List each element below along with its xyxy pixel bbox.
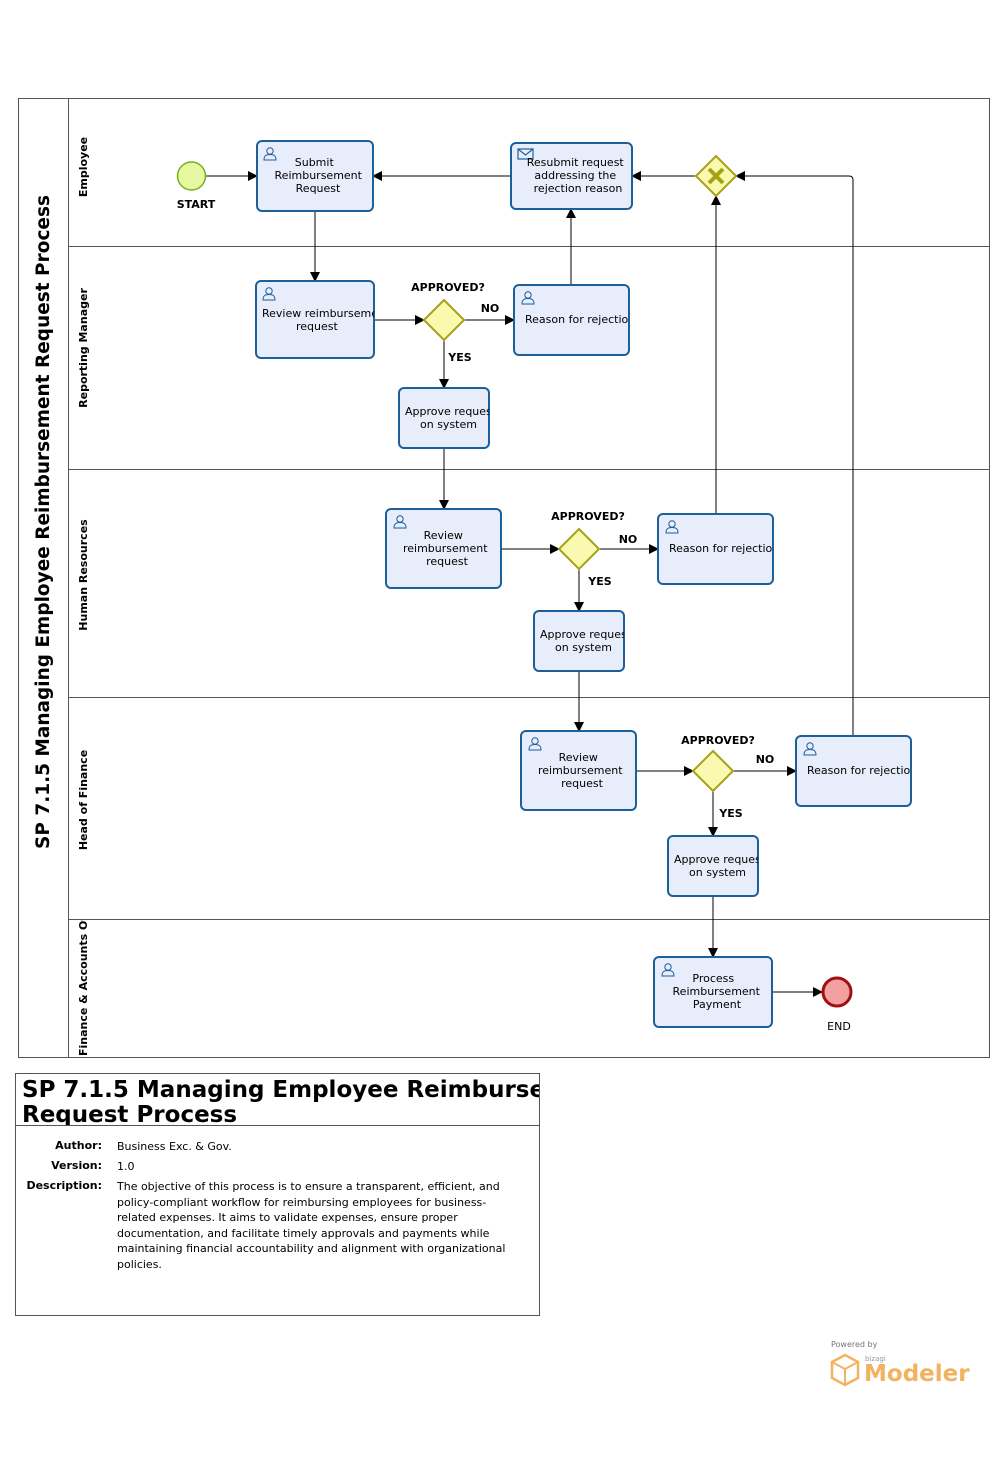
svg-text:Process Reimbursement: Process Reimbursement Payment — [673, 972, 764, 1011]
task-finance-review[interactable]: Review reimbursement request — [520, 730, 637, 811]
task-hr-review[interactable]: Review reimbursement request — [385, 508, 502, 589]
end-label: END — [827, 1020, 851, 1033]
info-title-line: SP 7.1.5 Managing Employee Reimbursement — [22, 1077, 539, 1103]
start-label: START — [177, 198, 216, 211]
svg-text:Resubmit request address: Resubmit request addressing the rejectio… — [527, 156, 628, 195]
version-value: 1.0 — [117, 1160, 135, 1173]
powered-by-text: Powered by — [831, 1340, 878, 1349]
svg-text:Approve request on sys: Approve request on system — [540, 628, 635, 654]
svg-text:Review reimbursement r: Review reimbursement request — [262, 307, 393, 333]
task-line: on system — [555, 641, 612, 654]
task-finance-rejection-reason[interactable]: Reason for rejection — [795, 735, 917, 807]
gateway-hr-approved[interactable] — [557, 527, 601, 571]
task-resubmit-request[interactable]: Resubmit request addressing the rejectio… — [510, 142, 633, 210]
task-manager-rejection-reason[interactable]: Reason for rejection — [513, 284, 635, 356]
gateway-label: APPROVED? — [411, 281, 485, 294]
task-manager-review[interactable]: Review reimbursement request — [255, 280, 393, 359]
svg-text:Reason for rejection: Reason for rejection — [669, 542, 779, 555]
author-label: Author: — [55, 1139, 102, 1152]
description-label: Description: — [26, 1179, 102, 1192]
task-hr-rejection-reason[interactable]: Reason for rejection — [657, 513, 779, 585]
task-line: Review — [559, 751, 598, 764]
svg-text:Reason for rejection: Reason for rejection — [525, 313, 635, 326]
flow-label-no: NO — [619, 533, 638, 546]
task-hr-approve[interactable]: Approve request on system — [533, 610, 635, 672]
lane-label-employee: Employee — [77, 137, 90, 197]
task-line: Review reimbursement — [262, 307, 390, 320]
end-event[interactable] — [821, 976, 853, 1008]
powered-by-badge: Powered by bizagi Modeler — [830, 1340, 970, 1390]
gateway-label: APPROVED? — [681, 734, 755, 747]
gateway-manager-approved[interactable] — [422, 298, 466, 342]
task-line: Reimbursement — [673, 985, 761, 998]
task-line: reimbursement — [538, 764, 623, 777]
task-manager-approve[interactable]: Approve request on system — [398, 387, 500, 449]
task-line: Reason for rejection — [669, 542, 779, 555]
task-line: reimbursement — [403, 542, 488, 555]
task-line: request — [426, 555, 469, 568]
task-line: request — [296, 320, 339, 333]
task-line: rejection reason — [534, 182, 623, 195]
svg-text:Review reimbursement: Review reimbursement request — [538, 751, 626, 790]
lane-label-human-resources: Human Resources — [77, 519, 90, 631]
svg-text:Review reimbursement: Review reimbursement request — [403, 529, 491, 568]
process-info-card: SP 7.1.5 Managing Employee Reimbursement… — [15, 1073, 540, 1316]
task-line: Request — [296, 182, 341, 195]
x-marker-icon — [707, 167, 725, 185]
description-value: The objective of this process is to ensu… — [117, 1180, 506, 1271]
task-line: Resubmit request — [527, 156, 625, 169]
task-line: Submit — [295, 156, 335, 169]
start-event[interactable] — [176, 161, 207, 191]
flow-label-yes: YES — [447, 351, 471, 364]
task-process-payment[interactable]: Process Reimbursement Payment — [653, 956, 773, 1028]
modeler-logo-icon — [830, 1353, 860, 1387]
task-line: Approve request — [674, 853, 766, 866]
envelope-icon — [517, 148, 534, 160]
lane-label-finance-accounts: Finance & Accounts Office — [77, 894, 90, 1056]
lane-label-reporting-manager: Reporting Manager — [77, 288, 90, 408]
info-title-line: Request Process — [22, 1102, 238, 1126]
flow-label-yes: YES — [587, 575, 611, 588]
flow-label-no: NO — [481, 302, 500, 315]
task-line: Review — [424, 529, 463, 542]
lane-label-head-of-finance: Head of Finance — [77, 750, 90, 850]
task-line: Approve request — [405, 405, 497, 418]
pool-title: SP 7.1.5 Managing Employee Reimbursement… — [33, 195, 54, 849]
exclusive-gateway-merge[interactable] — [694, 154, 738, 198]
task-line: addressing the — [534, 169, 616, 182]
task-line: Payment — [693, 998, 742, 1011]
version-label: Version: — [51, 1159, 102, 1172]
flow-label-yes: YES — [718, 807, 742, 820]
task-line: Reason for rejection — [807, 764, 917, 777]
sequence-flows — [206, 171, 854, 997]
gateway-finance-approved[interactable] — [691, 749, 735, 793]
svg-text:Approve request on sys: Approve request on system — [405, 405, 500, 431]
gateway-label: APPROVED? — [551, 510, 625, 523]
info-title: SP 7.1.5 Managing Employee Reimbursement… — [16, 1074, 539, 1126]
svg-text:Approve request on sys: Approve request on system — [674, 853, 769, 879]
product-text: Modeler — [864, 1361, 970, 1387]
task-line: Reimbursement — [275, 169, 363, 182]
author-value: Business Exc. & Gov. — [117, 1140, 232, 1153]
task-finance-approve[interactable]: Approve request on system — [667, 835, 769, 897]
bpmn-diagram: SP 7.1.5 Managing Employee Reimbursement… — [18, 98, 990, 1058]
flow-label-no: NO — [756, 753, 775, 766]
task-line: Reason for rejection — [525, 313, 635, 326]
vendor-text: bizagi — [865, 1355, 886, 1363]
pool: SP 7.1.5 Managing Employee Reimbursement… — [18, 98, 990, 1058]
task-line: Process — [692, 972, 734, 985]
task-line: on system — [420, 418, 477, 431]
svg-text:Submit Reimbursement: Submit Reimbursement Request — [275, 156, 366, 195]
lanes: Employee Reporting Manager Human Resourc… — [68, 137, 990, 1056]
task-line: request — [561, 777, 604, 790]
task-line: Approve request — [540, 628, 632, 641]
task-submit-reimbursement[interactable]: Submit Reimbursement Request — [256, 140, 374, 212]
task-line: on system — [689, 866, 746, 879]
svg-text:Reason for rejection: Reason for rejection — [807, 764, 917, 777]
